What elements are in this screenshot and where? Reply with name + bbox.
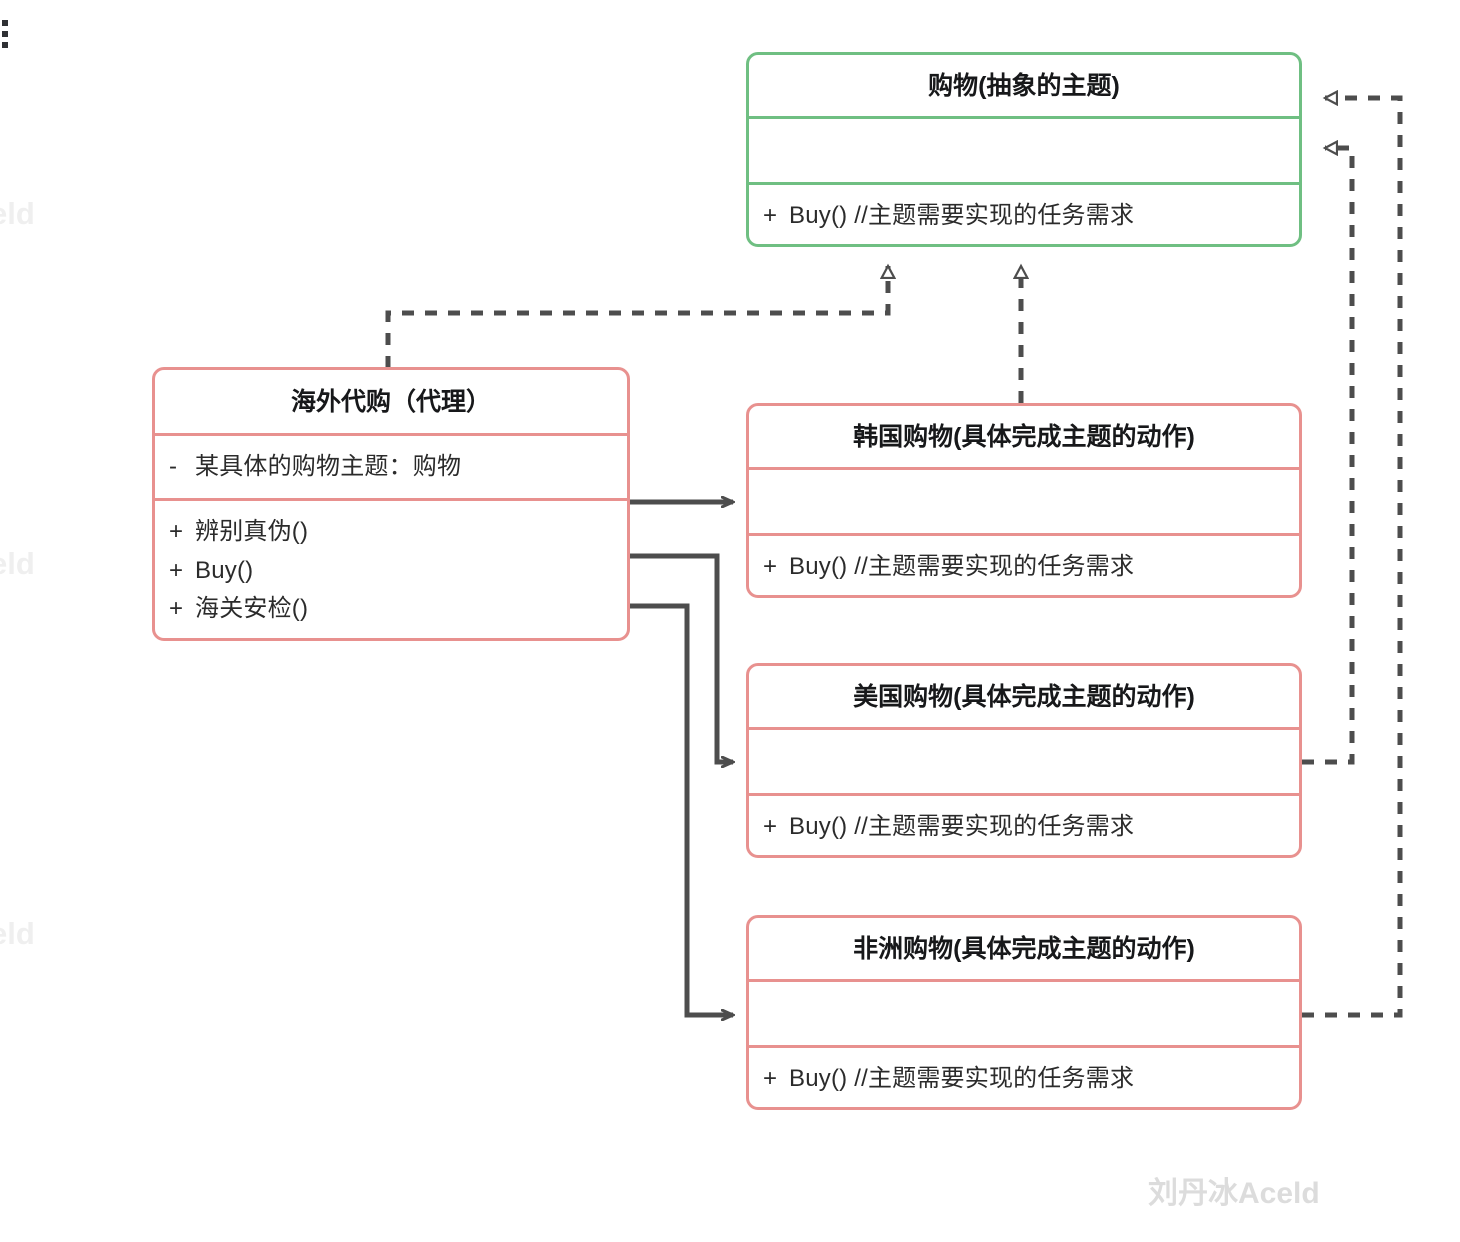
member-text: Buy() //主题需要实现的任务需求 <box>789 552 1135 580</box>
visibility-marker: + <box>169 595 184 623</box>
watermark-edge-fragment: eld <box>0 196 35 231</box>
class-methods-usa: + Buy() //主题需要实现的任务需求 <box>749 796 1299 855</box>
class-methods-korea: + Buy() //主题需要实现的任务需求 <box>749 536 1299 595</box>
class-divider <box>155 433 627 436</box>
relation-africa-to-subject <box>1302 98 1403 1018</box>
visibility-marker: - <box>169 452 178 480</box>
class-divider <box>749 727 1299 730</box>
class-box-africa[interactable]: 非洲购物(具体完成主题的动作) + Buy() //主题需要实现的任务需求 <box>746 915 1302 1110</box>
member-text: 辨别真伪() <box>195 517 309 545</box>
class-member-row: + Buy() //主题需要实现的任务需求 <box>763 197 1299 236</box>
class-divider <box>749 979 1299 982</box>
watermark-author: 刘丹冰Aceld <box>1148 1177 1320 1210</box>
class-title-korea: 韩国购物(具体完成主题的动作) <box>853 422 1195 451</box>
class-member-row: + Buy() //主题需要实现的任务需求 <box>763 1060 1299 1099</box>
class-attributes-subject <box>749 119 1299 182</box>
class-member-row: -某具体的购物主题：购物 <box>169 448 627 487</box>
class-divider <box>749 793 1299 796</box>
member-text: 某具体的购物主题：购物 <box>195 452 462 480</box>
class-attributes-usa <box>749 730 1299 793</box>
class-title-proxy: 海外代购（代理） <box>290 387 491 416</box>
class-methods-subject: + Buy() //主题需要实现的任务需求 <box>749 185 1299 244</box>
class-title-subject: 购物(抽象的主题) <box>928 71 1120 100</box>
visibility-marker: + <box>763 552 778 580</box>
relation-proxy-to-usa <box>627 553 733 762</box>
corner-dots-artifact <box>2 20 8 48</box>
class-member-row: + Buy() //主题需要实现的任务需求 <box>763 548 1299 587</box>
class-divider <box>749 533 1299 536</box>
visibility-marker: + <box>169 517 184 545</box>
class-box-korea[interactable]: 韩国购物(具体完成主题的动作) + Buy() //主题需要实现的任务需求 <box>746 403 1302 598</box>
member-text: 海关安检() <box>195 595 309 623</box>
watermark-edge-fragment: eld <box>0 546 35 581</box>
visibility-marker: + <box>763 1064 778 1092</box>
class-box-proxy[interactable]: 海外代购（代理） -某具体的购物主题：购物 + 辨别真伪() + Buy() + 海关… <box>152 367 630 641</box>
class-box-subject[interactable]: 购物(抽象的主题) + Buy() //主题需要实现的任务需求 <box>746 52 1302 247</box>
class-member-row: + 海关安检() <box>169 590 627 629</box>
class-member-row: + 辨别真伪() <box>169 513 627 552</box>
class-member-row: + Buy() <box>169 552 627 591</box>
class-member-row: + Buy() //主题需要实现的任务需求 <box>763 808 1299 847</box>
visibility-marker: + <box>169 556 184 584</box>
class-attributes-proxy: -某具体的购物主题：购物 <box>155 436 627 498</box>
class-divider <box>749 116 1299 119</box>
relation-proxy-to-subject <box>385 266 888 368</box>
class-divider <box>749 182 1299 185</box>
class-attributes-africa <box>749 982 1299 1045</box>
relation-proxy-to-africa <box>627 603 733 1015</box>
class-attributes-korea <box>749 470 1299 533</box>
class-title-usa: 美国购物(具体完成主题的动作) <box>853 682 1195 711</box>
class-box-usa[interactable]: 美国购物(具体完成主题的动作) + Buy() //主题需要实现的任务需求 <box>746 663 1302 858</box>
class-divider <box>749 1045 1299 1048</box>
watermark-edge-fragment: eld <box>0 916 35 951</box>
visibility-marker: + <box>763 812 778 840</box>
class-methods-africa: + Buy() //主题需要实现的任务需求 <box>749 1048 1299 1107</box>
class-divider <box>155 498 627 501</box>
member-text: Buy() //主题需要实现的任务需求 <box>789 812 1135 840</box>
member-text: Buy() //主题需要实现的任务需求 <box>789 1064 1135 1092</box>
class-title-africa: 非洲购物(具体完成主题的动作) <box>853 934 1195 963</box>
member-text: Buy() <box>195 556 254 584</box>
class-divider <box>749 467 1299 470</box>
class-methods-proxy: + 辨别真伪() + Buy() + 海关安检() <box>155 501 627 638</box>
visibility-marker: + <box>763 201 778 229</box>
relation-usa-to-subject <box>1302 148 1355 765</box>
member-text: Buy() //主题需要实现的任务需求 <box>789 201 1135 229</box>
